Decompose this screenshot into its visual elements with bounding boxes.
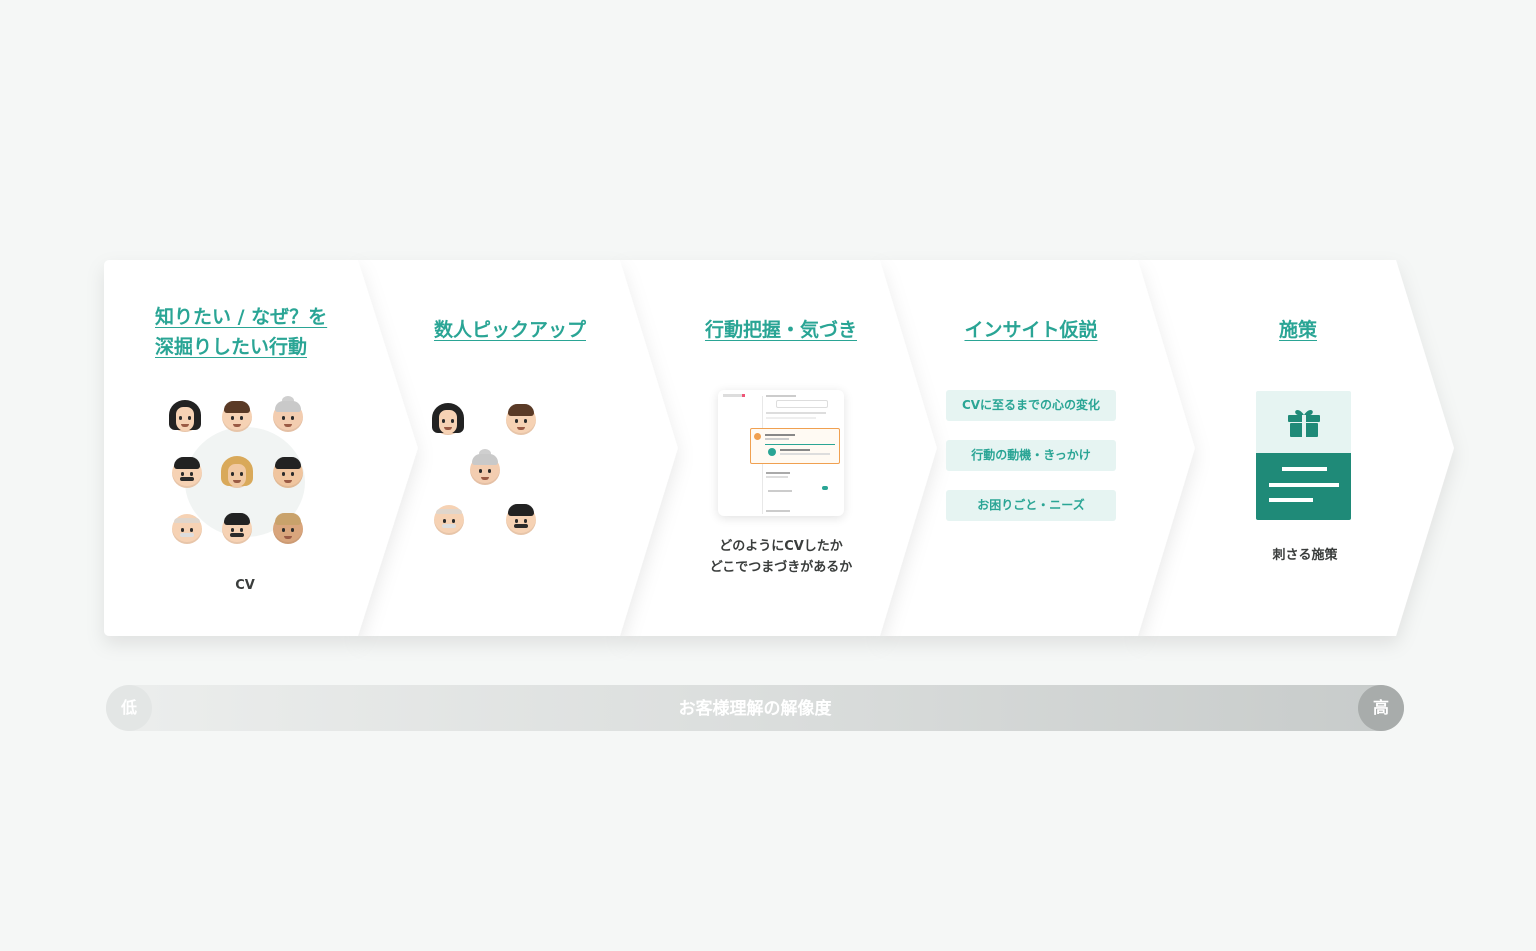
boy-face-icon — [222, 401, 252, 432]
man-face-icon — [273, 457, 303, 488]
mustache-man-face-icon — [506, 504, 536, 535]
behavior-timeline-thumbnail — [718, 390, 844, 516]
highlighted-event — [750, 428, 840, 464]
blond-man-face-icon — [273, 513, 303, 544]
old-man-face-icon — [434, 505, 464, 535]
chevron-stage-2 — [358, 260, 678, 636]
stage-2-title: 数人ピックアップ — [433, 319, 586, 341]
stage-3-title: 行動把握・気づき — [704, 319, 857, 341]
high-marker: 高 — [1358, 685, 1404, 731]
woman-face-icon — [169, 400, 201, 432]
gift-icon — [1288, 409, 1320, 437]
low-marker: 低 — [106, 685, 152, 731]
stage-pickup: 数人ピックアップ — [370, 260, 650, 636]
resolution-bar: 低 お客様理解の解像度 高 — [106, 685, 1404, 731]
stage-behavior-insight: 行動把握・気づき どのようにCVしたかどこでつまづきがあるか — [640, 260, 922, 636]
picked-people — [432, 403, 570, 545]
insight-tag: CVに至るまでの心の変化 — [946, 390, 1116, 421]
blond-woman-face-icon — [221, 456, 253, 488]
stage-insight-hypothesis: インサイト仮説 CVに至るまでの心の変化 行動の動機・きっかけ お困りごと・ニー… — [900, 260, 1162, 636]
resolution-label: お客様理解の解像度 — [678, 699, 832, 719]
measure-card — [1256, 391, 1351, 520]
stage-measure: 施策 刺さる施策 — [1160, 260, 1452, 636]
woman-face-icon — [432, 403, 464, 435]
mustache-man-face-icon — [222, 513, 252, 544]
grandma-face-icon — [273, 396, 303, 432]
insight-tag: お困りごと・ニーズ — [946, 490, 1116, 521]
insight-tag: 行動の動機・きっかけ — [946, 440, 1116, 471]
document-lines-icon — [1256, 453, 1351, 520]
stage-target-behavior: 知りたい / なぜ？を深掘りしたい行動 CV — [104, 260, 386, 636]
stage-5-caption: 刺さる施策 — [1272, 548, 1338, 563]
boy-face-icon — [506, 404, 536, 435]
mustache-man-face-icon — [172, 457, 202, 488]
stage-1-title: 知りたい / なぜ？を深掘りしたい行動 — [155, 306, 328, 358]
stage-4-title: インサイト仮説 — [964, 319, 1098, 341]
old-man-face-icon — [172, 514, 202, 544]
people-grid — [169, 396, 320, 552]
grandma-face-icon — [470, 449, 500, 485]
stage-5-title: 施策 — [1278, 319, 1317, 341]
stage-3-caption: どのようにCVしたかどこでつまづきがあるか — [709, 539, 853, 575]
stage-1-caption: CV — [235, 578, 255, 593]
